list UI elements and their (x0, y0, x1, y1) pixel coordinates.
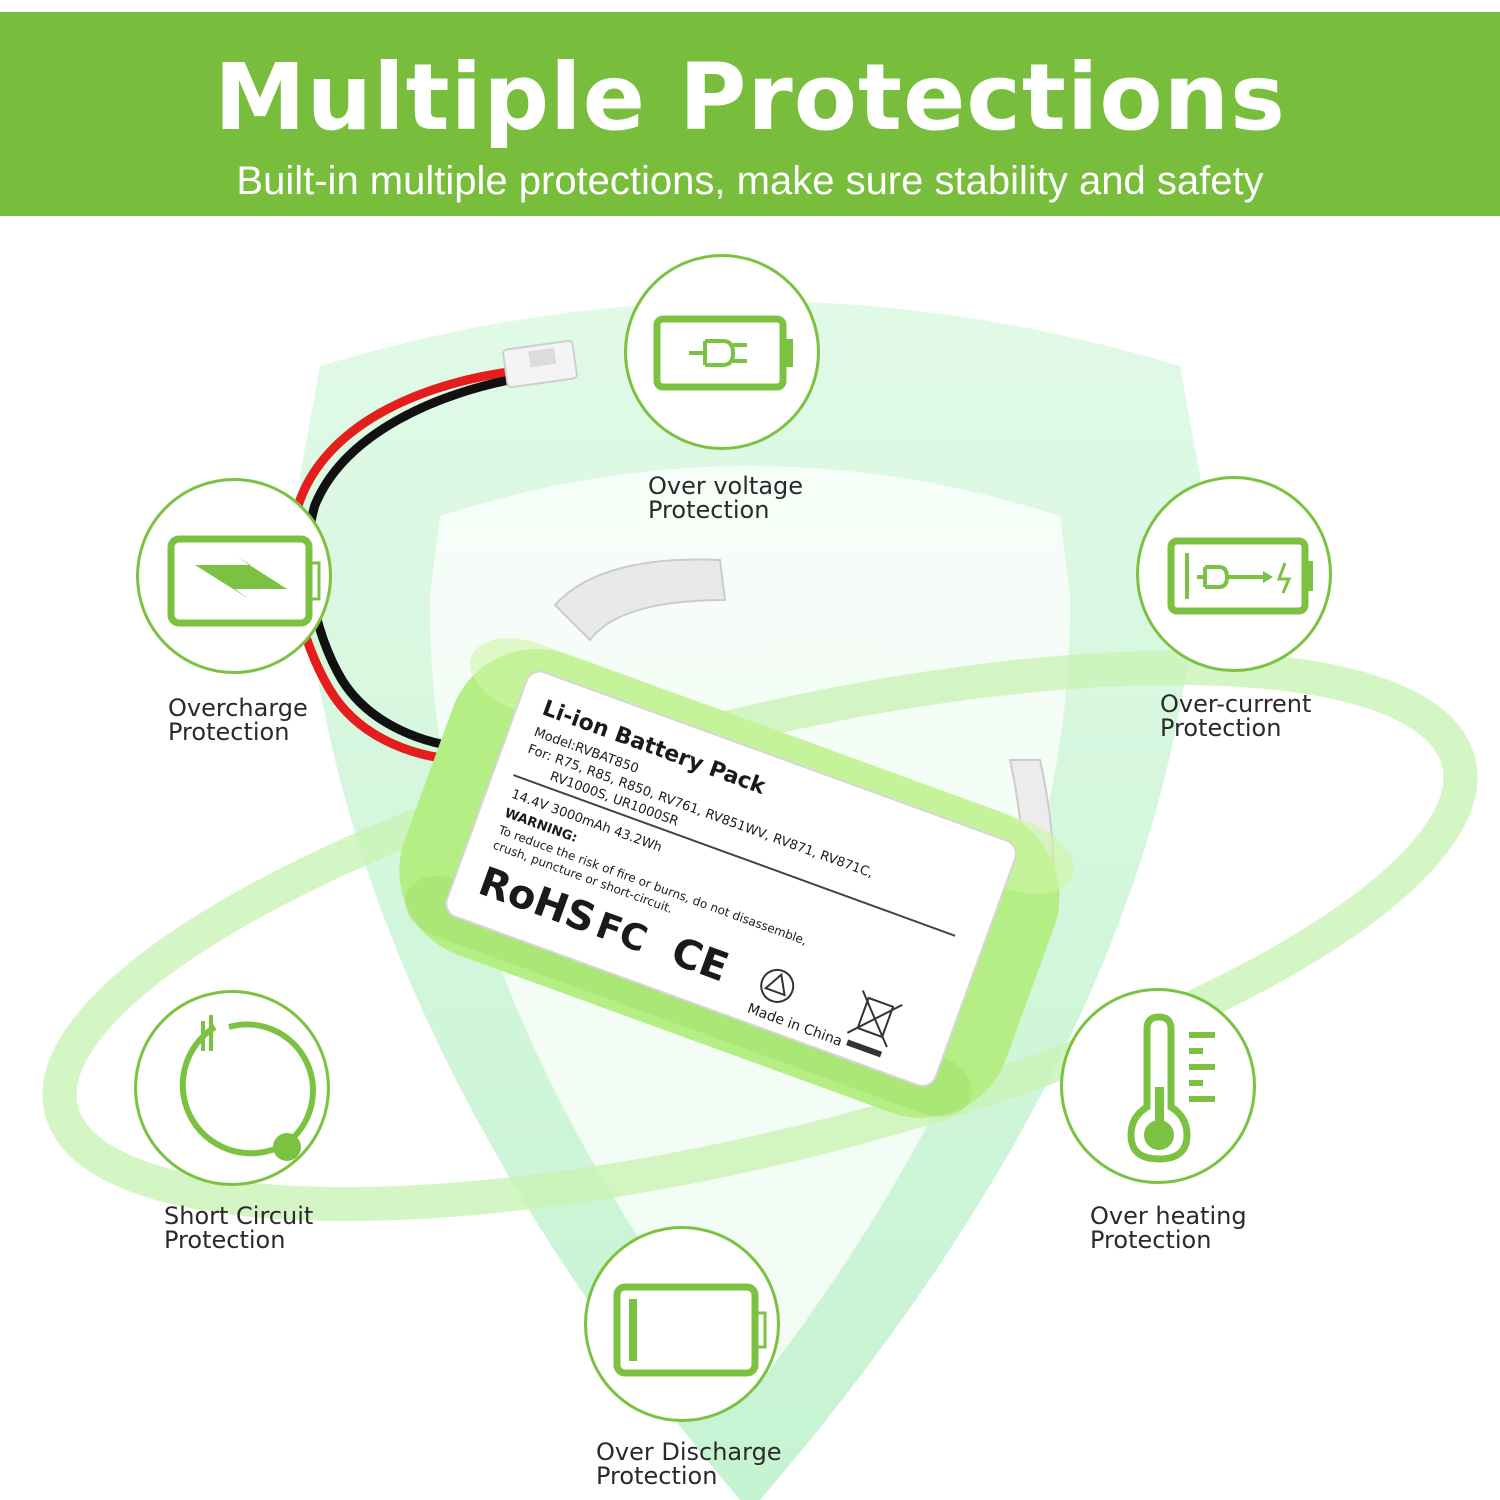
feature-label-line1: Over Discharge (596, 1438, 782, 1466)
feature-label-line1: Short Circuit (164, 1202, 314, 1230)
feature-label-line2: Protection (1160, 714, 1282, 742)
feature-circle (134, 990, 330, 1186)
thermometer-icon (1127, 1013, 1215, 1163)
feature-label-line2: Protection (168, 718, 290, 746)
feature-label-line1: Overcharge (168, 694, 308, 722)
page-subtitle: Built-in multiple protections, make sure… (236, 159, 1264, 203)
page-title: Multiple Protections (214, 44, 1286, 151)
feature-label-line1: Over heating (1090, 1202, 1247, 1230)
feature-label-line2: Protection (648, 496, 770, 524)
feature-label-line2: Protection (596, 1462, 718, 1490)
feature-circle (1136, 476, 1332, 672)
battery-plug-icon (653, 315, 793, 391)
feature-label-line1: Over-current (1160, 690, 1312, 718)
feature-circle (624, 254, 820, 450)
feature-circle (136, 478, 332, 674)
short-circuit-icon (179, 1015, 317, 1161)
feature-label-line1: Over voltage (648, 472, 804, 500)
feature-circle (584, 1226, 780, 1422)
feature-circle (1060, 988, 1256, 1184)
empty-battery-icon (613, 1283, 767, 1377)
feature-label-line2: Protection (1090, 1226, 1212, 1254)
feature-label-line2: Protection (164, 1226, 286, 1254)
battery-current-icon (1167, 537, 1313, 615)
battery-lightning-icon (167, 535, 321, 627)
header-banner: Multiple Protections Built-in multiple p… (0, 12, 1500, 216)
